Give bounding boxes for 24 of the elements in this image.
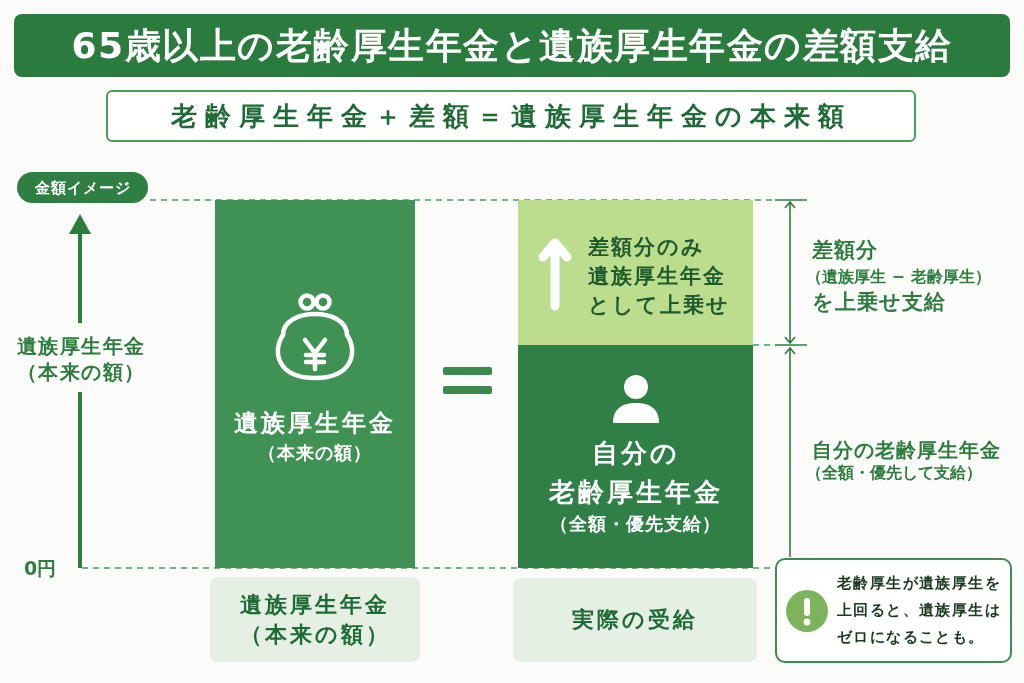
formula-text: 老齢厚生年金＋差額＝遺族厚生年金の本来額: [170, 100, 852, 133]
bar-text: 差額分のみ遺族厚生年金として上乗せ: [588, 234, 730, 319]
bar-heading: 自分の老齢厚生年金: [547, 437, 724, 509]
annotation-text: を上乗せ支給: [812, 289, 946, 315]
axis-title-pill: [17, 172, 148, 203]
bar-heading: 遺族厚生年金: [234, 408, 396, 438]
axis-tick-label: 0円: [24, 556, 57, 580]
pill-text: 金額イメージ: [34, 177, 131, 198]
box-label: 遺族厚生年金（本来の額）: [238, 590, 392, 649]
bar-segment: [215, 200, 415, 568]
box-label: 実際の受給: [572, 606, 698, 634]
title-banner: 65歳以上の老齢厚生年金と遺族厚生年金の差額支給: [14, 14, 1010, 77]
annotation-text: 差額分: [812, 237, 878, 263]
note-box: [775, 558, 1012, 663]
bar-segment: [518, 345, 753, 568]
axis-label: 遺族厚生年金（本来の額）: [15, 333, 147, 385]
formula-box: [106, 90, 916, 142]
bar-segment: [518, 200, 753, 345]
annotation-text: （遺族厚生 − 老齢厚生）: [806, 266, 991, 288]
annotation-text: 自分の老齢厚生年金: [812, 438, 1001, 462]
bar-subtext: （本来の額）: [258, 441, 372, 465]
annotation-text: （全額・優先して支給）: [806, 462, 982, 484]
note-text: 老齢厚生が遺族厚生を上回ると、遺族厚生はゼロになることも。: [837, 573, 1002, 648]
bar-subtext: （全額・優先支給）: [550, 512, 721, 536]
